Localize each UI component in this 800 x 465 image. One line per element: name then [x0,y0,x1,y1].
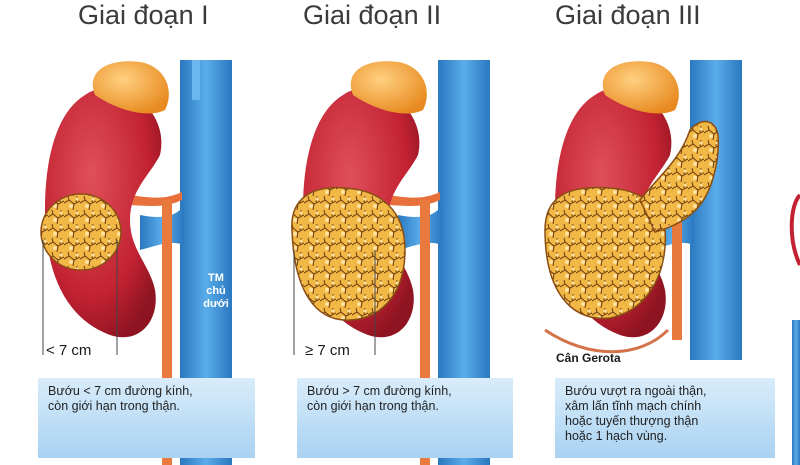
stage-3-illustration [544,60,742,360]
tumor [544,186,667,320]
tumor-extension [639,120,720,233]
stage-2-title: Giai đoạn II [303,0,442,30]
stage-2-measure: ≥ 7 cm [305,342,350,359]
ureter [162,200,172,465]
gerota-label: Cân Gerota [556,351,621,365]
next-stage-edge [789,193,800,266]
tumor [40,193,122,271]
stage-1-illustration [40,60,232,465]
adrenal-gland [602,61,679,114]
next-stage-vein [792,320,800,465]
adrenal-gland [350,61,427,114]
stage-3-description: Bướu vượt ra ngoài thận, xâm lấn tĩnh mạ… [555,378,775,458]
renal-artery [130,192,182,206]
vein-vertical [690,60,742,360]
ureter [420,200,430,465]
stage-2-description: Bướu > 7 cm đường kính, còn giới hạn tro… [297,378,513,458]
vein-highlight [192,60,200,100]
adrenal-gland [92,61,169,114]
vein-label: TM chủ dưới [203,272,229,310]
renal-artery [388,192,440,206]
stage-1-measure: < 7 cm [46,342,92,359]
stage-2-illustration [291,60,490,465]
stage-1-description: Bướu < 7 cm đường kính, còn giới hạn tro… [38,378,255,458]
gerota-fascia [544,328,670,354]
tumor [291,186,406,321]
stage-3-title: Giai đoạn III [555,0,701,30]
stage-1-title: Giai đoạn I [78,0,209,30]
ureter [672,200,682,340]
